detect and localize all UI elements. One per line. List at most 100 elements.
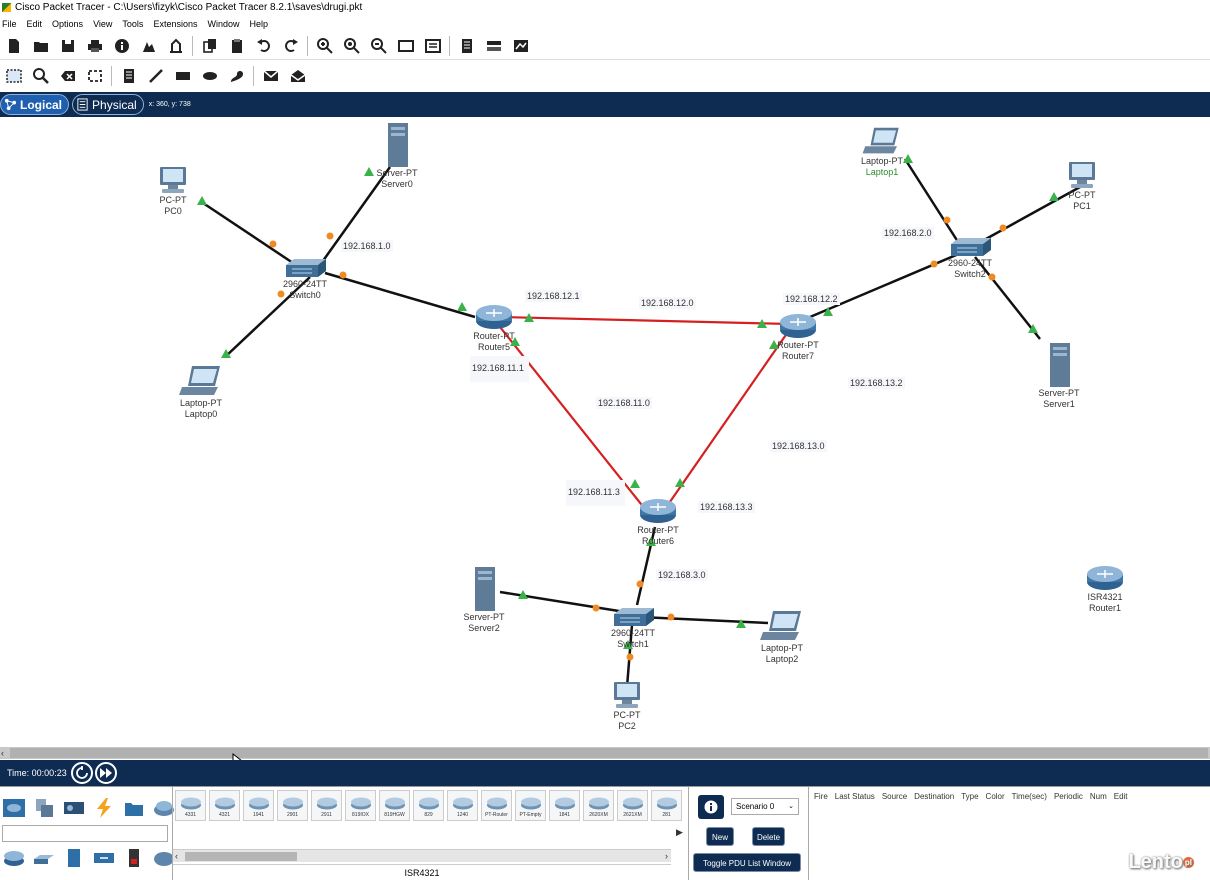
menu-help[interactable]: Help: [249, 18, 268, 29]
device-router6[interactable]: Router-PT Router6: [613, 497, 703, 547]
menu-edit[interactable]: Edit: [26, 18, 43, 29]
menu-extensions[interactable]: Extensions: [153, 18, 198, 29]
routers-icon[interactable]: [0, 845, 28, 871]
activity-wizard-icon[interactable]: [139, 36, 159, 56]
hubs-icon[interactable]: [60, 845, 88, 871]
delete-icon[interactable]: [58, 66, 78, 86]
device-model-tile[interactable]: 1841: [549, 790, 580, 821]
device-model-tile[interactable]: PT-Router: [481, 790, 512, 821]
new-file-icon[interactable]: [4, 36, 24, 56]
toggle-pdu-list-button[interactable]: Toggle PDU List Window: [693, 853, 801, 872]
device-router1[interactable]: ISR4321 Router1: [1060, 564, 1150, 614]
device-model-tile[interactable]: 4321: [209, 790, 240, 821]
device-server1[interactable]: Server-PT Server1: [1014, 342, 1104, 410]
device-switch2[interactable]: 2960-24TT Switch2: [925, 236, 1015, 280]
note-icon[interactable]: [119, 66, 139, 86]
simple-pdu-icon[interactable]: [261, 66, 281, 86]
tab-physical[interactable]: Physical: [72, 94, 144, 115]
device-model-tile[interactable]: 2911: [311, 790, 342, 821]
ethernet-link[interactable]: [324, 271, 476, 319]
cluster-icon[interactable]: [511, 36, 531, 56]
network-devices-icon[interactable]: [0, 795, 28, 821]
end-devices-icon[interactable]: [30, 795, 58, 821]
new-scenario-button[interactable]: New: [706, 827, 734, 846]
logical-workspace[interactable]: 192.168.1.0 192.168.12.1 192.168.12.0 19…: [0, 117, 1210, 747]
delete-scenario-button[interactable]: Delete: [752, 827, 785, 846]
ethernet-link[interactable]: [639, 615, 769, 625]
line-icon[interactable]: [146, 66, 166, 86]
complex-pdu-icon[interactable]: [288, 66, 308, 86]
wireless-devices-icon[interactable]: [90, 845, 118, 871]
device-model-tile[interactable]: 281: [651, 790, 682, 821]
open-folder-icon[interactable]: [31, 36, 51, 56]
copy-icon[interactable]: [200, 36, 220, 56]
fast-forward-button[interactable]: [94, 762, 117, 784]
menu-view[interactable]: View: [93, 18, 113, 29]
network-info-icon[interactable]: [166, 36, 186, 56]
info-icon[interactable]: [112, 36, 132, 56]
device-server0[interactable]: Server-PT Server0: [352, 122, 442, 190]
security-icon[interactable]: [120, 845, 148, 871]
device-model-tile[interactable]: 2621XM: [617, 790, 648, 821]
tab-logical[interactable]: Logical: [0, 94, 70, 115]
save-icon[interactable]: [58, 36, 78, 56]
scrollbar-thumb[interactable]: [10, 748, 1208, 758]
drawing-palette-icon[interactable]: [396, 36, 416, 56]
viewport-icon[interactable]: [457, 36, 477, 56]
select-icon[interactable]: [4, 66, 24, 86]
device-router7[interactable]: Router-PT Router7: [753, 312, 843, 362]
scroll-left-icon[interactable]: ‹: [1, 748, 4, 758]
scroll-right-icon[interactable]: ›: [665, 851, 668, 861]
zoom-out-icon[interactable]: [369, 36, 389, 56]
scenario-info-button[interactable]: [698, 795, 724, 819]
device-server2[interactable]: Server-PT Server2: [439, 566, 529, 634]
switches-icon[interactable]: [30, 845, 58, 871]
paste-icon[interactable]: [227, 36, 247, 56]
menu-tools[interactable]: Tools: [122, 18, 144, 29]
device-switch0[interactable]: 2960-24TT Switch0: [260, 257, 350, 301]
ethernet-link[interactable]: [974, 185, 1081, 247]
device-laptop2[interactable]: Laptop-PT Laptop2: [737, 609, 827, 665]
device-model-tile[interactable]: 2901: [277, 790, 308, 821]
device-model-tile[interactable]: 1941: [243, 790, 274, 821]
device-pc1[interactable]: PC-PT PC1: [1037, 160, 1127, 212]
ethernet-link[interactable]: [199, 199, 306, 273]
menu-file[interactable]: File: [2, 18, 17, 29]
rectangle-icon[interactable]: [173, 66, 193, 86]
zoom-reset-icon[interactable]: [342, 36, 362, 56]
scenario-select[interactable]: Scenario 0 ⌄: [731, 798, 799, 815]
workspace-horizontal-scrollbar[interactable]: ‹: [0, 747, 1210, 759]
wan-emulation-icon[interactable]: [150, 845, 178, 871]
ellipse-icon[interactable]: [200, 66, 220, 86]
multiuser-icon[interactable]: [150, 795, 178, 821]
device-model-tile[interactable]: 829: [413, 790, 444, 821]
device-laptop1[interactable]: Laptop-PT Laptop1: [837, 126, 927, 178]
device-search-field[interactable]: [2, 825, 168, 842]
device-model-tile[interactable]: 1240: [447, 790, 478, 821]
scroll-left-icon[interactable]: ‹: [175, 851, 178, 861]
ethernet-link[interactable]: [903, 158, 962, 246]
device-pc0[interactable]: PC-PT PC0: [128, 165, 218, 217]
device-list-scrollbar[interactable]: ‹ ›: [173, 849, 671, 862]
menu-window[interactable]: Window: [207, 18, 240, 29]
undo-icon[interactable]: [254, 36, 274, 56]
device-model-tile[interactable]: 4331: [175, 790, 206, 821]
resize-shape-icon[interactable]: [85, 66, 105, 86]
ethernet-link[interactable]: [224, 276, 311, 358]
zoom-in-icon[interactable]: [315, 36, 335, 56]
ethernet-link[interactable]: [318, 166, 392, 266]
custom-device-icon[interactable]: [423, 36, 443, 56]
device-model-tile[interactable]: 819IOX: [345, 790, 376, 821]
power-cycle-button[interactable]: [70, 762, 93, 784]
menu-options[interactable]: Options: [52, 18, 84, 29]
serial-link[interactable]: [499, 315, 791, 326]
serial-link[interactable]: [664, 328, 791, 510]
components-icon[interactable]: [60, 795, 88, 821]
scrollbar-thumb[interactable]: [185, 852, 297, 861]
inspect-icon[interactable]: [31, 66, 51, 86]
device-template-icon[interactable]: [484, 36, 504, 56]
device-model-tile[interactable]: 819HGW: [379, 790, 410, 821]
ethernet-link[interactable]: [974, 256, 1041, 340]
connections-icon[interactable]: [90, 795, 118, 821]
device-model-tile[interactable]: 2620XM: [583, 790, 614, 821]
